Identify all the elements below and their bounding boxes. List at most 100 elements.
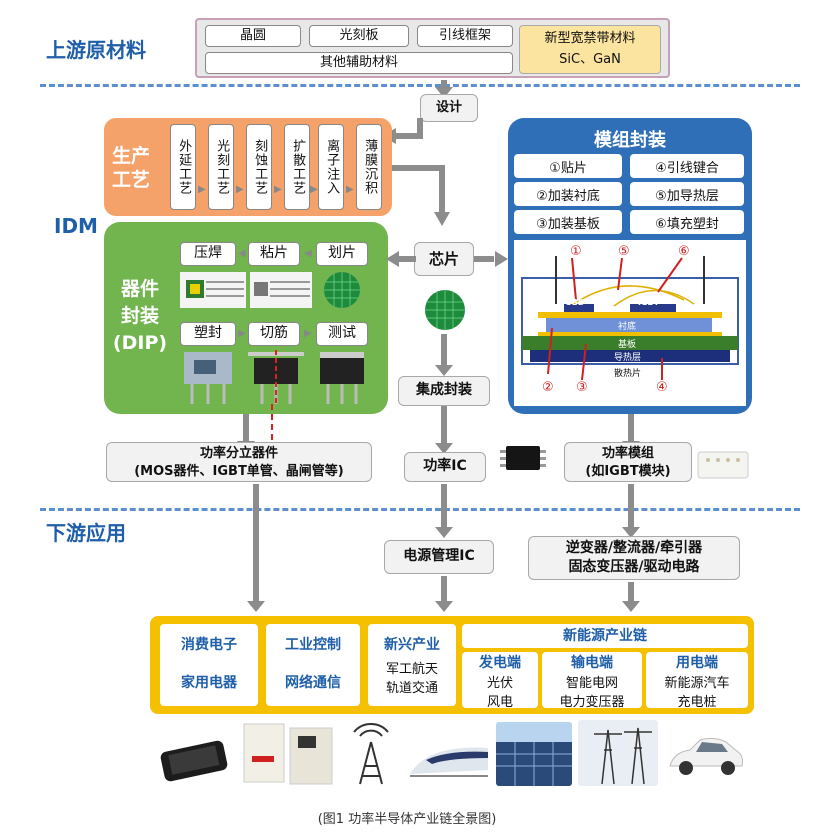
pkg-arrow-left-icon: ◀ bbox=[238, 248, 246, 259]
wide-bandgap-title: 新型宽禁带材料 bbox=[544, 31, 636, 46]
app-home-appliances: 家用电器 bbox=[181, 675, 237, 691]
power-module-title: 功率模组 bbox=[601, 446, 654, 461]
package-tested-image bbox=[320, 352, 364, 404]
process-step-lithography: 光刻工艺 bbox=[208, 124, 234, 210]
material-wide-bandgap: 新型宽禁带材料 SiC、GaN bbox=[519, 25, 661, 74]
diagram-label-4: ④ bbox=[656, 380, 668, 395]
app-charging-pile: 充电桩 bbox=[677, 695, 717, 710]
module-packaging-panel: 模组封装 ①贴片 ④引线键合 ②加装衬底 ⑤加导热层 ③加装基板 ⑥填充塑封 bbox=[508, 118, 752, 414]
module-step-4: ④引线键合 bbox=[630, 154, 744, 178]
pkg-arrow-left-icon: ◀ bbox=[304, 248, 312, 259]
diagram-label-3: ③ bbox=[576, 380, 588, 395]
app-generation-title: 发电端 bbox=[479, 655, 521, 671]
app-consumer-electronics: 消费电子 bbox=[181, 637, 237, 653]
diagram-label-sbd: SBD bbox=[566, 298, 585, 307]
production-title-line2: 工艺 bbox=[112, 169, 151, 191]
inverter-box: 逆变器/整流器/牵引器 固态变压器/驱动电路 bbox=[528, 536, 740, 580]
power-tower-image bbox=[578, 720, 658, 786]
app-industrial-control: 工业控制 bbox=[285, 637, 341, 653]
material-photomask: 光刻板 bbox=[309, 25, 409, 47]
app-new-energy-title: 新能源产业链 bbox=[563, 628, 647, 644]
app-wind-power: 风电 bbox=[486, 695, 513, 710]
production-title-line1: 生产 bbox=[112, 145, 151, 167]
arrow-inverter-to-apps bbox=[622, 582, 640, 612]
pkg-step-dicing: 划片 bbox=[316, 242, 368, 266]
app-new-energy-vehicle: 新能源汽车 bbox=[664, 676, 730, 691]
downstream-divider bbox=[40, 508, 800, 511]
pkg-step-molding: 塑封 bbox=[180, 322, 236, 346]
app-new-energy-header: 新能源产业链 bbox=[462, 624, 748, 648]
app-emerging-title: 新兴产业 bbox=[384, 637, 440, 653]
device-packaging-panel: 器件 封装 (DIP) 压焊 粘片 划片 ◀ ◀ 塑封 切筋 测试 ▶ ▶ bbox=[104, 222, 388, 414]
arrow-packaging-to-discrete bbox=[237, 414, 255, 452]
app-generation-column: 发电端 光伏 风电 bbox=[462, 652, 538, 710]
device-packaging-title-line1: 器件 bbox=[120, 278, 159, 300]
arrow-chip-to-packaging bbox=[386, 251, 416, 267]
app-photovoltaic: 光伏 bbox=[486, 676, 513, 691]
material-auxiliary: 其他辅助材料 bbox=[205, 52, 513, 74]
device-packaging-title: 器件 封装 (DIP) bbox=[110, 276, 170, 357]
process-step-diffusion: 扩散工艺 bbox=[284, 124, 310, 210]
pkg-step-testing: 测试 bbox=[316, 322, 368, 346]
chip-box: 芯片 bbox=[414, 242, 474, 276]
module-cross-section-drawing bbox=[521, 256, 739, 381]
inverter-line1: 逆变器/整流器/牵引器 bbox=[565, 540, 703, 556]
app-usage-title: 用电端 bbox=[676, 655, 718, 671]
electric-car-image bbox=[669, 737, 743, 775]
process-arrow-icon: ▶ bbox=[274, 184, 282, 195]
leadframe-attached-image bbox=[250, 272, 312, 308]
device-packaging-title-line2: 封装 bbox=[120, 305, 159, 327]
arrow-module-to-power-module bbox=[622, 414, 640, 452]
process-step-etching: 刻蚀工艺 bbox=[246, 124, 272, 210]
module-step-2: ②加装衬底 bbox=[514, 182, 622, 206]
design-box: 设计 bbox=[420, 94, 478, 122]
integrated-packaging-box: 集成封装 bbox=[398, 376, 490, 406]
smartphone-image bbox=[160, 740, 228, 782]
app-network-communication: 网络通信 bbox=[285, 675, 341, 691]
module-step-1: ①贴片 bbox=[514, 154, 622, 178]
diagram-label-substrate: 衬底 bbox=[618, 322, 637, 332]
device-packaging-title-line3: (DIP) bbox=[112, 332, 168, 354]
production-process-panel: 生产 工艺 外延工艺 光刻工艺 刻蚀工艺 扩散工艺 离子注入 薄膜沉积 ▶ ▶ … bbox=[104, 118, 392, 216]
module-step-6: ⑥填充塑封 bbox=[630, 210, 744, 234]
ups-device-image bbox=[243, 723, 333, 785]
module-step-5: ⑤加导热层 bbox=[630, 182, 744, 206]
igbt-module-image bbox=[697, 451, 749, 479]
power-module-box: 功率模组 (如IGBT模块) bbox=[564, 442, 692, 482]
arrow-production-to-chip bbox=[390, 165, 450, 226]
power-module-example: (如IGBT模块) bbox=[585, 464, 671, 479]
app-rail-transit: 轨道交通 bbox=[385, 681, 438, 696]
power-ic-box: 功率IC bbox=[404, 452, 486, 482]
material-leadframe: 引线框架 bbox=[417, 25, 513, 47]
arrow-chip-to-module bbox=[474, 251, 508, 267]
communication-tower-icon bbox=[353, 722, 389, 785]
pkg-arrow-right-icon: ▶ bbox=[304, 328, 312, 339]
app-power-transformer: 电力变压器 bbox=[559, 695, 625, 710]
diagram-label-1: ① bbox=[570, 244, 582, 259]
diagram-label-baseplate: 基板 bbox=[618, 340, 637, 350]
upstream-section-label: 上游原材料 bbox=[46, 38, 146, 62]
process-step-ion-implant: 离子注入 bbox=[318, 124, 344, 210]
arrow-chip-to-integrated bbox=[435, 334, 453, 376]
diagram-label-5: ⑤ bbox=[618, 244, 630, 259]
discrete-examples: (MOS器件、IGBT单管、晶闸管等) bbox=[134, 464, 344, 479]
app-transmission-title: 输电端 bbox=[571, 655, 613, 671]
solar-panels-image bbox=[496, 722, 572, 786]
diagram-label-heatsink: 散热片 bbox=[614, 369, 642, 379]
production-title: 生产 工艺 bbox=[112, 144, 150, 192]
material-wafer: 晶圆 bbox=[205, 25, 301, 47]
app-military-aerospace: 军工航天 bbox=[385, 662, 438, 677]
diced-wafer-image bbox=[324, 272, 360, 308]
app-transmission-column: 输电端 智能电网 电力变压器 bbox=[542, 652, 642, 710]
diagram-label-thermal-layer: 导热层 bbox=[614, 353, 642, 363]
process-arrow-icon: ▶ bbox=[346, 184, 354, 195]
leadframe-bonded-image bbox=[180, 272, 246, 308]
pkg-step-bonding: 压焊 bbox=[180, 242, 236, 266]
arrow-pmic-to-apps bbox=[435, 576, 453, 612]
app-emerging-column: 新兴产业 军工航天 轨道交通 bbox=[368, 624, 456, 706]
high-speed-train-image bbox=[410, 747, 488, 777]
process-step-epitaxy: 外延工艺 bbox=[170, 124, 196, 210]
app-usage-column: 用电端 新能源汽车 充电桩 bbox=[646, 652, 748, 710]
pmic-box: 电源管理IC bbox=[384, 540, 494, 574]
process-step-thin-film: 薄膜沉积 bbox=[356, 124, 382, 210]
